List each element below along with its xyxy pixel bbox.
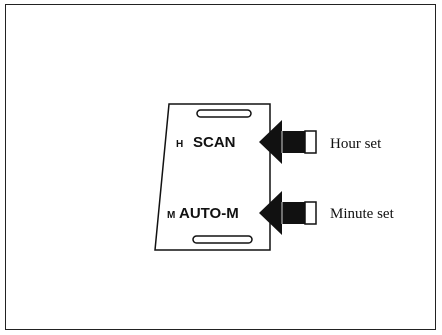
scan-button-prefix: H	[176, 139, 183, 150]
top-slot	[196, 109, 252, 118]
scan-button-label[interactable]: SCAN	[193, 134, 236, 151]
control-panel	[154, 103, 271, 251]
diagram-frame	[5, 4, 436, 330]
auto-m-button-label[interactable]: AUTO-M	[179, 205, 239, 222]
minute-set-callout: Minute set	[330, 206, 395, 222]
arrow-left-icon	[259, 191, 317, 235]
bottom-slot	[192, 235, 253, 244]
hour-set-callout: Hour set	[330, 136, 382, 152]
auto-m-button-prefix: M	[167, 210, 175, 221]
arrow-left-icon	[259, 120, 317, 164]
